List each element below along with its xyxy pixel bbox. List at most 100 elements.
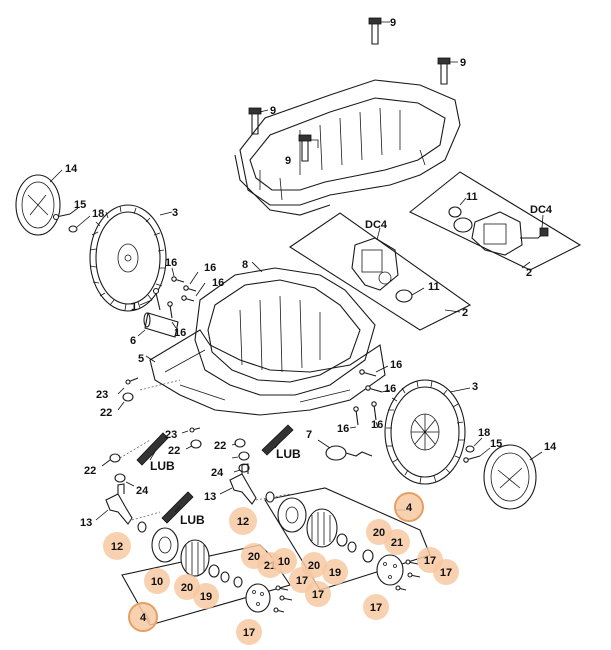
label-14: 14 xyxy=(65,163,78,175)
label-2: 2 xyxy=(526,267,532,279)
upper-housing xyxy=(234,79,461,216)
axle-13-right xyxy=(219,463,291,505)
washer-18-right xyxy=(465,437,483,453)
svg-text:17: 17 xyxy=(296,575,308,587)
callout-4: 4 xyxy=(394,492,424,522)
label-22: 22 xyxy=(168,445,180,457)
axle-13-left xyxy=(95,483,161,525)
label-18: 18 xyxy=(92,208,104,220)
hub-cover-14-left xyxy=(15,169,63,236)
wheel-3-left xyxy=(89,204,173,312)
motor-dc4-center xyxy=(351,227,399,291)
callout-17: 17 xyxy=(305,581,331,607)
highlighted-callouts: 4 12 12 20 21 20 21 10 20 19 17 17 10 20… xyxy=(103,492,459,645)
callout-10: 10 xyxy=(271,548,297,574)
svg-text:17: 17 xyxy=(243,627,255,639)
chassis-8 xyxy=(194,261,376,396)
screw-icon xyxy=(248,107,262,135)
svg-text:4: 4 xyxy=(406,502,413,514)
label-9: 9 xyxy=(285,155,291,167)
label-dc4: DC4 xyxy=(530,204,553,216)
label-16: 16 xyxy=(174,327,186,339)
label-8: 8 xyxy=(242,259,248,271)
washer-18-left xyxy=(68,215,91,233)
label-3: 3 xyxy=(472,381,478,393)
motor-dc4-right xyxy=(471,211,549,256)
svg-text:21: 21 xyxy=(391,537,403,549)
washer-22-right xyxy=(231,438,250,461)
label-16: 16 xyxy=(384,383,396,395)
label-16: 16 xyxy=(371,419,383,431)
label-22: 22 xyxy=(84,465,96,477)
screw-17-right xyxy=(395,559,421,591)
svg-text:20: 20 xyxy=(248,551,260,563)
grease-tube-lub-3 xyxy=(161,491,194,524)
svg-text:19: 19 xyxy=(329,567,341,579)
svg-text:4: 4 xyxy=(140,612,147,624)
screw-icon xyxy=(298,134,312,162)
motor-assembly-frame-2b xyxy=(408,171,582,271)
washer-22-lower-left xyxy=(101,439,151,467)
screw-15-left xyxy=(52,207,79,221)
svg-text:10: 10 xyxy=(151,576,163,588)
callout-4: 4 xyxy=(128,602,158,632)
label-5: 5 xyxy=(138,353,144,365)
label-9: 9 xyxy=(390,17,396,29)
label-13: 13 xyxy=(80,517,92,529)
screw-17-left xyxy=(273,585,293,613)
svg-text:17: 17 xyxy=(424,555,436,567)
grease-tube-lub-1 xyxy=(136,432,169,466)
gear-parts-right xyxy=(265,491,404,586)
tube-6 xyxy=(137,312,179,338)
frame-5 xyxy=(145,329,386,416)
label-22: 22 xyxy=(214,440,226,452)
svg-text:17: 17 xyxy=(312,589,324,601)
svg-text:20: 20 xyxy=(373,527,385,539)
label-7: 7 xyxy=(306,429,312,441)
motor-assembly-frame-2a xyxy=(289,212,472,331)
label-16: 16 xyxy=(212,277,224,289)
label-1: 1 xyxy=(131,301,137,313)
screw-16-right-cluster xyxy=(349,365,391,429)
label-15: 15 xyxy=(490,438,502,450)
screw-9-group xyxy=(248,17,458,162)
svg-text:20: 20 xyxy=(181,582,193,594)
svg-text:17: 17 xyxy=(370,602,382,614)
svg-text:19: 19 xyxy=(200,591,212,603)
label-16: 16 xyxy=(165,257,177,269)
pivot-24-left xyxy=(114,473,135,487)
label-16: 16 xyxy=(390,359,402,371)
wheel-3-right xyxy=(384,379,471,485)
label-3: 3 xyxy=(172,207,178,219)
bushing-23-22-mid xyxy=(181,427,202,450)
screw-15-right xyxy=(463,447,491,463)
label-9: 9 xyxy=(460,57,466,69)
part-labels: 9 9 9 9 14 15 18 3 11 DC4 DC4 2 11 2 8 1… xyxy=(65,17,557,529)
screw-icon xyxy=(368,17,382,45)
label-22: 22 xyxy=(100,407,112,419)
hub-cover-14-right xyxy=(483,444,543,510)
label-11: 11 xyxy=(466,191,478,203)
svg-text:12: 12 xyxy=(111,541,123,553)
label-24: 24 xyxy=(136,485,149,497)
label-lub: LUB xyxy=(276,447,301,461)
callout-17: 17 xyxy=(433,559,459,585)
pin-1 xyxy=(139,287,161,311)
label-6: 6 xyxy=(130,335,136,347)
label-9: 9 xyxy=(270,105,276,117)
label-13: 13 xyxy=(204,491,216,503)
label-16: 16 xyxy=(337,423,349,435)
svg-text:10: 10 xyxy=(278,556,290,568)
label-11: 11 xyxy=(428,281,440,293)
screw-16-left-cluster xyxy=(167,267,206,329)
callout-19: 19 xyxy=(193,583,219,609)
label-14: 14 xyxy=(544,441,557,453)
grease-tube-lub-2 xyxy=(261,424,294,456)
label-lub: LUB xyxy=(150,459,175,473)
callout-12: 12 xyxy=(103,532,131,560)
svg-text:17: 17 xyxy=(440,567,452,579)
label-2: 2 xyxy=(462,307,468,319)
callout-17: 17 xyxy=(363,594,389,620)
label-dc4: DC4 xyxy=(365,219,388,231)
